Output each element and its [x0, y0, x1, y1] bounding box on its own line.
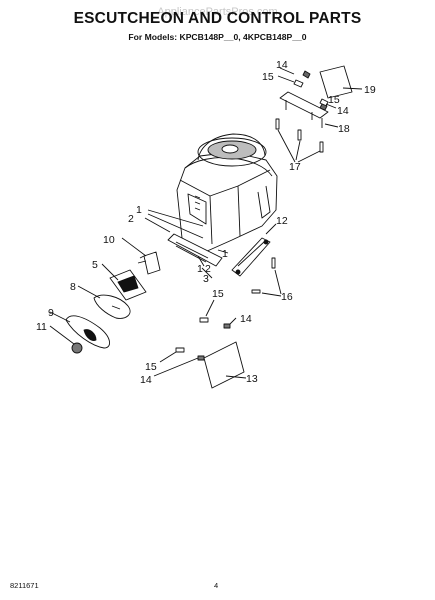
- callout-3: 3: [203, 273, 209, 285]
- page-number: 4: [214, 581, 219, 590]
- part-17-screws: [275, 118, 324, 163]
- callout-15: 15: [328, 94, 340, 106]
- blender-base: [176, 133, 278, 253]
- callout-17: 17: [289, 161, 301, 173]
- diagram-title: ESCUTCHEON AND CONTROL PARTS: [73, 10, 362, 27]
- part-18-bracket: [279, 91, 339, 128]
- callout-14: 14: [276, 59, 288, 71]
- document-number: 8211671: [10, 581, 39, 590]
- part-12-bracket: [231, 223, 277, 277]
- callout-15: 15: [262, 71, 274, 83]
- callout-9: 9: [48, 307, 54, 319]
- callout-11: 11: [36, 321, 47, 333]
- part-13-plate: [203, 341, 247, 389]
- part-9-ring: [49, 311, 110, 349]
- callout-18: 18: [338, 123, 350, 135]
- callout-2: 2: [205, 263, 211, 275]
- callout-2: 2: [128, 213, 134, 225]
- watermark-text: AppliancePartsPros.com: [157, 6, 278, 18]
- part-11-knob: [49, 325, 83, 354]
- screws-bottom: [153, 347, 205, 377]
- part-3-escutcheon: [167, 233, 223, 279]
- callout-8: 8: [70, 281, 76, 293]
- screws-middle: [199, 299, 237, 329]
- part-5-board: [101, 263, 147, 301]
- part-16-screws: [251, 257, 282, 297]
- callout-5: 5: [92, 259, 98, 271]
- callout-10: 10: [103, 234, 115, 246]
- callout-1: 1: [222, 248, 228, 260]
- callout-1: 1: [136, 204, 142, 216]
- part-19-plate: [319, 65, 363, 99]
- callout-1: 1: [197, 263, 203, 275]
- callout-14: 14: [140, 374, 152, 386]
- callout-19: 19: [364, 84, 376, 96]
- callout-14: 14: [337, 105, 349, 117]
- callout-13: 13: [246, 373, 258, 385]
- callout-16: 16: [281, 291, 293, 303]
- callout-15: 15: [212, 288, 224, 300]
- part-10-switch: [121, 237, 161, 275]
- model-subtitle: For Models: KPCB148P__0, 4KPCB148P__0: [128, 32, 307, 42]
- callout-12: 12: [276, 215, 288, 227]
- callout-14: 14: [240, 313, 252, 325]
- callout-labels: 1 1 1 2 2 3 5 8 9 10 11 12 13 14 14 14 1…: [36, 59, 376, 386]
- callout-15: 15: [145, 361, 157, 373]
- part-1-leaders: [144, 209, 229, 267]
- part-8-gasket: [77, 285, 131, 319]
